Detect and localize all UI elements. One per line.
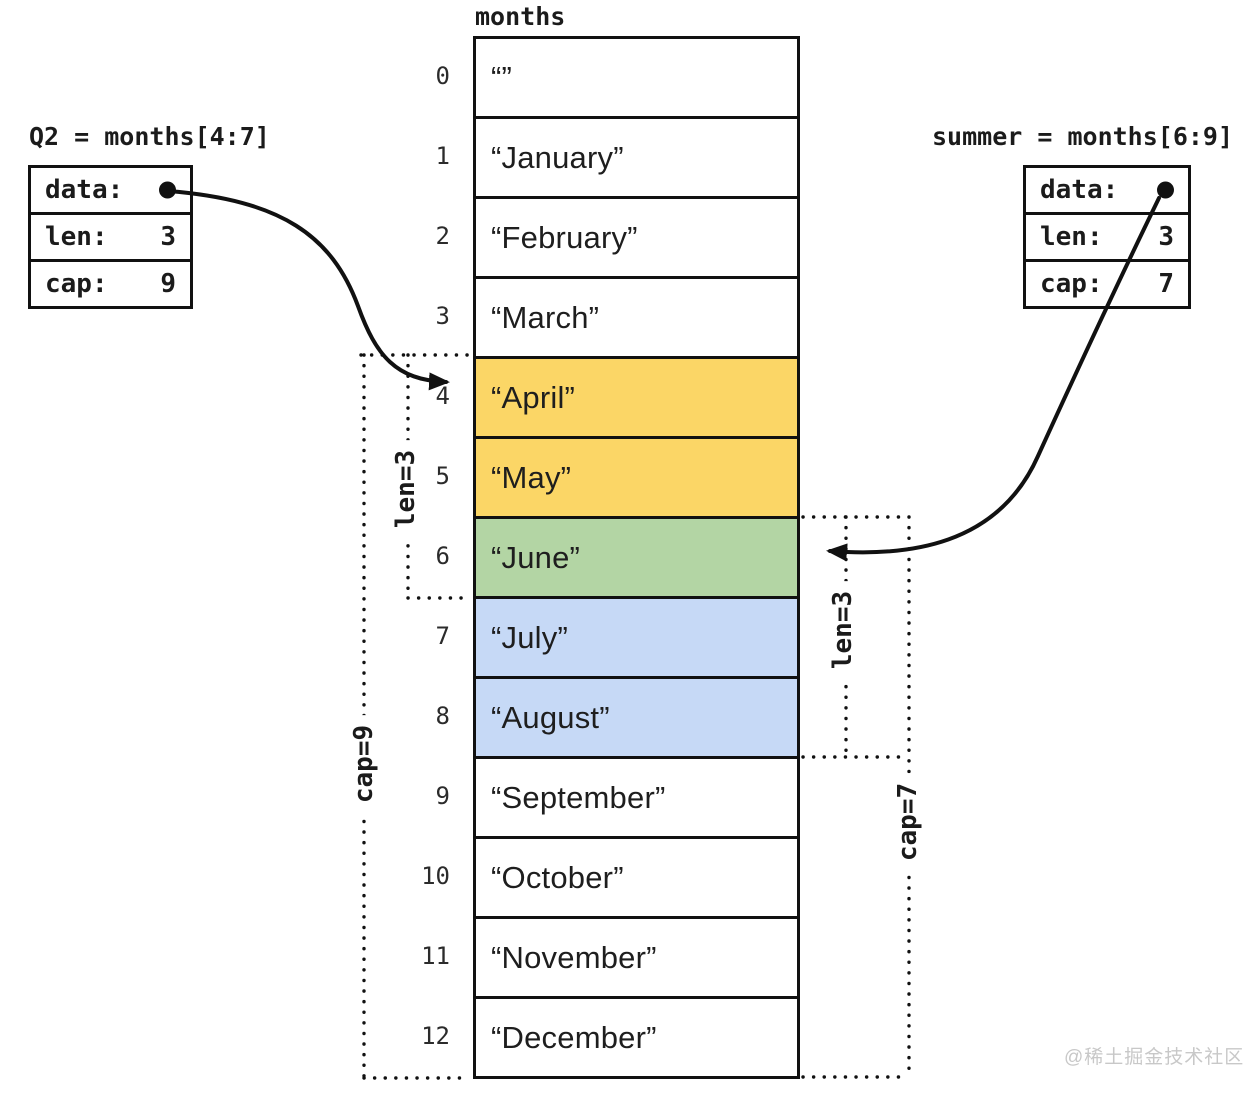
index-column: 0 1 2 3 4 5 6 7 8 9 10 11 12 <box>392 36 450 1076</box>
summer-len-bracket-label: len=3 <box>826 580 860 680</box>
array-cell: “June” <box>476 519 797 599</box>
array-cell-value: “July” <box>491 619 568 655</box>
summer-len-value: 3 <box>1158 222 1174 252</box>
array-cell: “August” <box>476 679 797 759</box>
array-index: 10 <box>421 862 450 890</box>
q2-data-row: data: <box>31 168 190 215</box>
array-cell: “November” <box>476 919 797 999</box>
summer-pointer-dot <box>1157 181 1174 199</box>
array-cell: “December” <box>476 999 797 1076</box>
summer-cap-value: 7 <box>1158 269 1174 299</box>
array-index: 1 <box>435 142 450 170</box>
array-title: months <box>475 2 566 31</box>
array-cell: “” <box>476 39 797 119</box>
summer-data-row: data: <box>1026 168 1188 215</box>
array-cell: “October” <box>476 839 797 919</box>
q2-cap-value: 9 <box>160 269 176 299</box>
watermark: @稀土掘金技术社区 <box>1064 1047 1245 1068</box>
q2-slice-title: Q2 = months[4:7] <box>29 122 270 151</box>
array-cell-value: “February” <box>491 219 638 255</box>
q2-cap-label: cap: <box>45 269 108 299</box>
q2-data-label: data: <box>45 175 124 205</box>
array-index: 2 <box>435 222 450 250</box>
array-index: 0 <box>435 62 450 90</box>
array-cell-value: “September” <box>491 779 666 815</box>
summer-data-label: data: <box>1040 175 1119 205</box>
q2-slice-struct: data: len: 3 cap: 9 <box>28 165 193 309</box>
array-cell: “February” <box>476 199 797 279</box>
array-index: 5 <box>435 462 450 490</box>
q2-cap-bracket-label: cap=9 <box>347 714 381 814</box>
array-cell: “July” <box>476 599 797 679</box>
summer-cap-label: cap: <box>1040 269 1103 299</box>
months-array: “” “January” “February” “March” “April” … <box>473 36 800 1079</box>
summer-cap-bracket-label: cap=7 <box>891 772 925 872</box>
array-index: 7 <box>435 622 450 650</box>
array-index: 12 <box>421 1022 450 1050</box>
array-index: 3 <box>435 302 450 330</box>
array-index: 11 <box>421 942 450 970</box>
array-cell-value: “March” <box>491 299 600 335</box>
array-cell: “May” <box>476 439 797 519</box>
array-cell-value: “” <box>491 59 513 95</box>
array-cell: “January” <box>476 119 797 199</box>
array-index: 6 <box>435 542 450 570</box>
array-cell-value: “August” <box>491 699 610 735</box>
summer-slice-struct: data: len: 3 cap: 7 <box>1023 165 1191 309</box>
summer-slice-title: summer = months[6:9] <box>932 122 1234 151</box>
array-cell-value: “November” <box>491 939 657 975</box>
array-index: 8 <box>435 702 450 730</box>
q2-cap-row: cap: 9 <box>31 262 190 306</box>
array-cell: “March” <box>476 279 797 359</box>
q2-len-label: len: <box>45 222 108 252</box>
array-cell: “September” <box>476 759 797 839</box>
q2-len-bracket-label: len=3 <box>389 439 423 539</box>
summer-len-row: len: 3 <box>1026 215 1188 262</box>
q2-len-row: len: 3 <box>31 215 190 262</box>
summer-cap-row: cap: 7 <box>1026 262 1188 306</box>
q2-len-value: 3 <box>160 222 176 252</box>
array-cell: “April” <box>476 359 797 439</box>
array-index: 9 <box>435 782 450 810</box>
array-index: 4 <box>435 382 450 410</box>
array-cell-value: “October” <box>491 859 624 895</box>
array-cell-value: “January” <box>491 139 624 175</box>
array-cell-value: “December” <box>491 1019 657 1055</box>
array-cell-value: “May” <box>491 459 572 495</box>
summer-len-label: len: <box>1040 222 1103 252</box>
array-cell-value: “April” <box>491 379 576 415</box>
q2-pointer-dot <box>159 181 176 199</box>
array-cell-value: “June” <box>491 539 581 575</box>
